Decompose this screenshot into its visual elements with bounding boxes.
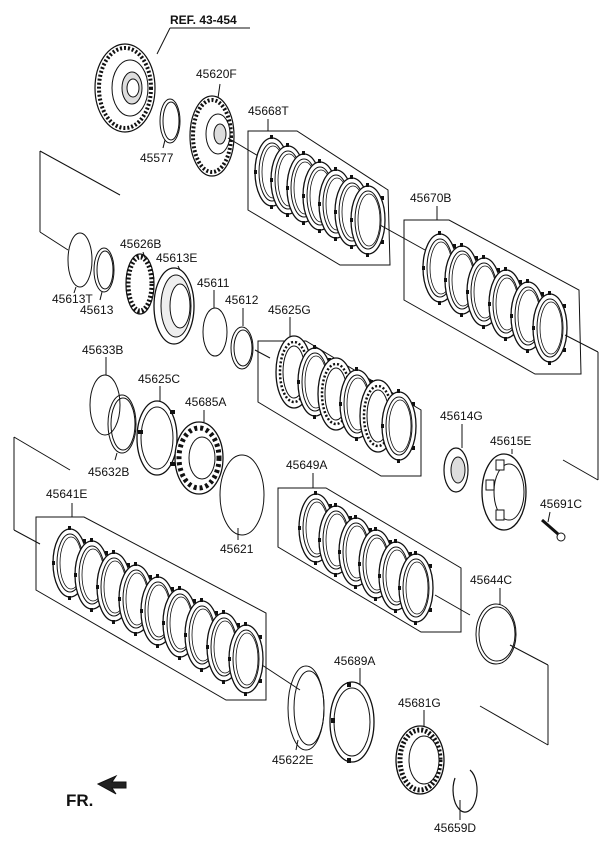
label-45577: 45577 xyxy=(140,151,174,165)
plates-45668T xyxy=(253,134,386,258)
reference-label: REF. 43-454 xyxy=(170,13,237,27)
part-45611-ring xyxy=(202,307,228,357)
part-45613-ring xyxy=(93,247,115,293)
label-45649A: 45649A xyxy=(286,458,327,472)
label-45644C: 45644C xyxy=(470,573,512,587)
label-45689A: 45689A xyxy=(334,654,375,668)
part-45632B-ring xyxy=(107,394,137,454)
front-direction-label: FR. xyxy=(66,791,93,810)
ref-drum-gear xyxy=(94,43,156,133)
label-45668T: 45668T xyxy=(248,104,289,118)
label-45613T: 45613T xyxy=(52,292,93,306)
label-45613E: 45613E xyxy=(156,251,197,265)
part-45626B-spring xyxy=(125,253,155,315)
part-45633B-ring xyxy=(89,374,121,436)
label-45613: 45613 xyxy=(80,303,114,317)
label-45625G: 45625G xyxy=(268,303,311,317)
label-45615E: 45615E xyxy=(490,434,531,448)
group-box-45670B xyxy=(403,219,582,375)
label-45620F: 45620F xyxy=(196,67,237,81)
group-box-45649A xyxy=(277,487,462,633)
label-45685A: 45685A xyxy=(185,395,226,409)
part-45691C-bolt xyxy=(541,518,566,542)
label-45622E: 45622E xyxy=(272,753,313,767)
part-45620F-gear xyxy=(189,95,235,177)
part-45615E-retainer xyxy=(481,453,527,531)
part-45685A-clutch xyxy=(174,421,224,495)
label-45691C: 45691C xyxy=(540,497,582,511)
part-45625C-hub xyxy=(136,400,178,476)
part-45644C-ring xyxy=(475,603,517,665)
label-45621: 45621 xyxy=(220,542,254,556)
label-45670B: 45670B xyxy=(410,191,451,205)
group-box-45625G xyxy=(257,340,422,477)
part-45621-ring xyxy=(219,454,265,536)
plates-45625G xyxy=(274,334,417,464)
label-45633B: 45633B xyxy=(82,343,123,357)
label-45612: 45612 xyxy=(225,293,259,307)
part-45577-ring xyxy=(159,98,181,144)
label-45611: 45611 xyxy=(197,276,230,290)
part-45612-ring xyxy=(230,326,254,370)
part-45613T-ring xyxy=(67,232,93,288)
part-45681G-drum xyxy=(395,725,445,795)
group-box-45668T xyxy=(247,130,391,266)
part-45689A-hub xyxy=(329,681,375,763)
label-45626B: 45626B xyxy=(120,237,161,251)
label-45641E: 45641E xyxy=(46,487,87,501)
part-45614G-piston xyxy=(443,447,469,493)
label-45681G: 45681G xyxy=(398,696,441,710)
part-45613E-piston xyxy=(153,267,195,345)
group-box-45641E xyxy=(35,516,267,701)
plates-45670B xyxy=(421,230,568,366)
label-45632B: 45632B xyxy=(88,465,129,479)
front-direction-arrow-icon xyxy=(96,774,127,795)
part-45622E-ring xyxy=(287,665,325,751)
label-45614G: 45614G xyxy=(440,409,483,423)
label-45625C: 45625C xyxy=(138,372,180,386)
part-45659D-ring xyxy=(452,769,478,813)
label-45659D: 45659D xyxy=(434,821,476,835)
